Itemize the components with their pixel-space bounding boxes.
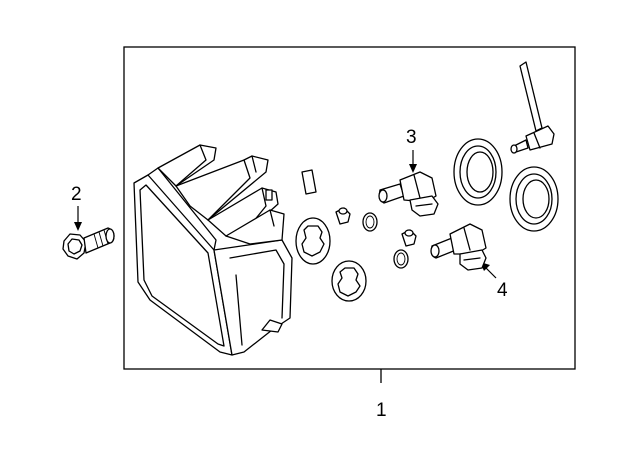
plug-lower [401,229,417,247]
o-ring-lower [393,249,409,269]
seal-ring-upper [453,138,503,206]
callout-2-label: 2 [71,184,82,205]
o-ring-upper [362,212,378,232]
assembly-frame [123,46,576,370]
callout-2-arrow [74,206,82,231]
plug-upper [335,207,351,225]
adjuster-rod [510,61,555,154]
bulb-lower-icon [430,223,487,271]
callout-3-label: 3 [406,127,417,148]
bracket-clip [301,169,317,195]
seal-ring-lower [509,166,559,232]
bulb-upper-icon [378,171,439,217]
socket-cover-lower [331,260,367,302]
socket-cover-upper [295,217,331,265]
bolt-icon [62,227,115,260]
callout-4-label: 4 [497,280,508,301]
headlamp-housing [133,144,293,356]
callout-1-label: 1 [376,400,387,421]
callout-3-arrow [409,150,417,173]
